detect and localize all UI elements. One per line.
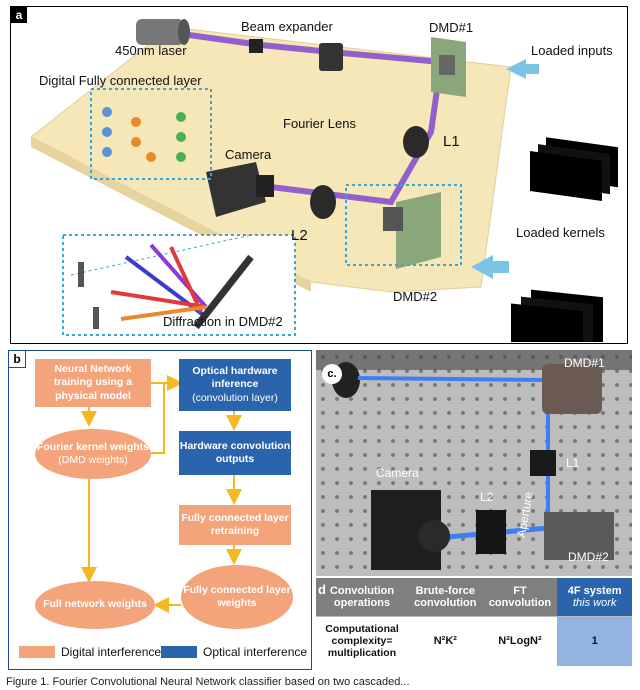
photo-label-dmd2: DMD#2 <box>568 550 609 564</box>
panel-c-letter: c. <box>322 364 342 384</box>
figure-caption: Figure 1. Fourier Convolutional Neural N… <box>6 676 410 688</box>
camera-icon <box>206 162 274 217</box>
legend-digital: Digital interference <box>19 645 161 659</box>
flow-box-optical-inference: Optical hardware inference (convolution … <box>179 359 291 411</box>
table-cell: N²LogN² <box>482 615 558 666</box>
panel-b: b Neural Network training using a physic… <box>8 350 312 670</box>
photo-label-l2: L2 <box>480 490 494 504</box>
label-loaded-kernels: Loaded kernels <box>516 225 605 240</box>
label-fourier-lens: Fourier Lens <box>283 116 356 131</box>
label-diffraction: Diffraction in DMD#2 <box>163 314 283 329</box>
panel-d-letter: d <box>318 582 326 597</box>
flow-box-fc-retraining: Fully connected layer retraining <box>179 505 291 545</box>
photo-l1 <box>530 450 556 476</box>
table-header-4f-sub: this work <box>572 596 617 609</box>
label-camera: Camera <box>225 147 272 162</box>
flowchart-arrows <box>81 375 242 613</box>
label-dmd1: DMD#1 <box>429 20 474 35</box>
table-header-4f: 4F system this work <box>557 578 632 616</box>
photo-label-dmd1: DMD#1 <box>564 356 605 370</box>
photo-label-camera: Camera <box>376 466 419 480</box>
legend-optical-label: Optical interference <box>203 645 308 659</box>
beam-expander-lens1 <box>249 39 263 53</box>
label-fc-layer: Digital Fully connected layer <box>39 73 202 88</box>
panel-a: a <box>10 6 628 344</box>
flow-ellipse-fourier-weights: Fourier kernel weights (DMD weights) <box>35 429 151 479</box>
setup-illustration <box>30 19 618 342</box>
flow-ellipse-fourier-weights-sub: (DMD weights) <box>58 454 128 466</box>
legend-digital-label: Digital interference <box>61 645 162 659</box>
panel-b-letter: b <box>9 351 26 368</box>
flow-box-training: Neural Network training using a physical… <box>35 359 151 407</box>
label-dmd2: DMD#2 <box>393 289 438 304</box>
table-header: Brute-force convolution <box>408 578 483 616</box>
fc-layer-box <box>90 88 212 180</box>
diffraction-rays <box>78 243 254 330</box>
photo-dmd1 <box>542 364 602 414</box>
photo-l2 <box>476 510 506 554</box>
photo-beam-top <box>357 376 549 382</box>
complexity-table: Convolution operations Brute-force convo… <box>316 578 632 666</box>
legend-digital-swatch <box>19 646 55 658</box>
flow-ellipse-fourier-weights-title: Fourier kernel weights <box>36 440 150 453</box>
table-cell: N²K² <box>408 615 483 666</box>
diffraction-inset <box>62 234 296 336</box>
panel-c-photo: c. DMD#1 L1 Camera L2 Aperture DMD#2 <box>316 350 632 576</box>
flow-ellipse-fc-weights: Fully connected layer weights <box>181 565 293 629</box>
laser-icon <box>136 19 190 45</box>
table-header-row: Convolution operations Brute-force convo… <box>316 578 632 616</box>
panel-d: d Convolution operations Brute-force con… <box>316 578 632 672</box>
label-loaded-inputs: Loaded inputs <box>531 43 613 58</box>
beam-expander-lens2 <box>319 43 343 71</box>
loaded-inputs-stack <box>530 137 618 202</box>
arrow-kernels-icon <box>471 255 493 279</box>
lens-l2-icon <box>310 185 336 219</box>
table-row: Computational complexity= multiplication… <box>316 615 632 666</box>
lab-photo <box>316 350 632 576</box>
label-beam-expander: Beam expander <box>241 19 333 34</box>
table-header-4f-title: 4F system <box>567 584 622 597</box>
label-l1: L1 <box>443 133 460 150</box>
table-header: Convolution operations <box>316 578 408 616</box>
legend-optical-swatch <box>161 646 197 658</box>
dmd2-highlight <box>345 184 462 266</box>
panel-a-letter: a <box>11 7 27 23</box>
photo-dmd2 <box>544 512 614 560</box>
table-cell-4f: 1 <box>557 615 632 666</box>
lens-l1-icon <box>403 126 429 158</box>
fc-neurons <box>102 107 186 162</box>
loaded-kernels-stack <box>511 289 603 342</box>
table-header: FT convolution <box>482 578 558 616</box>
legend-optical: Optical interference <box>161 645 307 659</box>
flow-box-optical-inference-sub: (convolution layer) <box>192 391 278 404</box>
table-row-label: Computational complexity= multiplication <box>316 615 408 666</box>
flow-ellipse-full-weights: Full network weights <box>35 581 155 629</box>
flow-box-hw-outputs: Hardware convolution outputs <box>179 431 291 475</box>
label-l2: L2 <box>291 227 308 244</box>
photo-label-l1: L1 <box>566 456 580 470</box>
dmd2-icon <box>396 192 441 269</box>
label-laser: 450nm laser <box>115 43 187 58</box>
flow-box-optical-inference-title: Optical hardware inference <box>192 365 278 391</box>
